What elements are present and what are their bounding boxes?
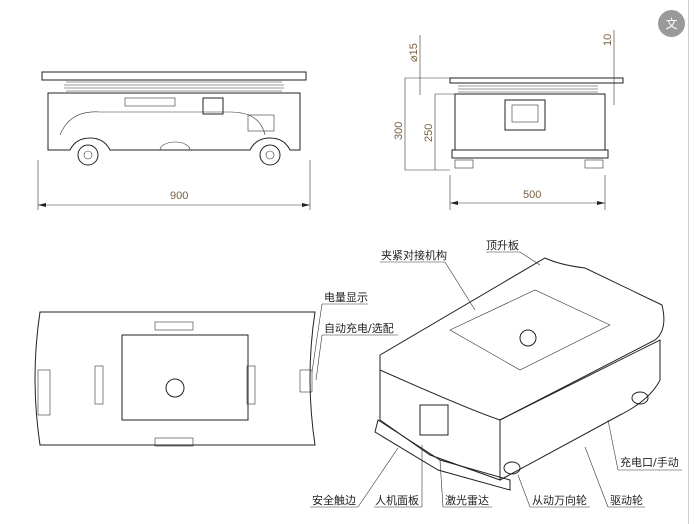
dim-body-height: 250	[423, 124, 435, 142]
isometric-view	[374, 257, 665, 491]
front-view	[37, 71, 311, 210]
callout-battery-display: 电量显示	[324, 291, 368, 304]
dim-front-width: 900	[170, 190, 188, 202]
translate-icon: 文	[665, 17, 678, 31]
dim-total-height: 300	[393, 122, 405, 140]
callout-safety-edge: 安全触边	[312, 493, 356, 507]
callout-caster-wheel: 从动万向轮	[532, 493, 587, 507]
callout-clamp-docking: 夹紧对接机构	[381, 248, 447, 262]
dim-pin-diameter: ⌀15	[408, 43, 420, 62]
dim-plate-thickness: 10	[602, 34, 614, 46]
callout-lidar: 激光雷达	[445, 493, 489, 507]
callout-drive-wheel: 驱动轮	[610, 493, 643, 507]
callout-lift-plate: 顶升板	[486, 238, 519, 252]
dim-side-width: 500	[523, 189, 541, 201]
callout-leaders	[310, 251, 682, 508]
callout-hmi-panel: 人机面板	[375, 493, 419, 507]
callout-auto-charge: 自动充电/选配	[324, 321, 394, 335]
top-view	[34, 311, 316, 447]
callout-charge-port: 充电口/手动	[620, 455, 679, 469]
right-border	[688, 0, 689, 524]
side-view	[404, 30, 624, 210]
translate-button[interactable]: 文	[658, 10, 685, 37]
